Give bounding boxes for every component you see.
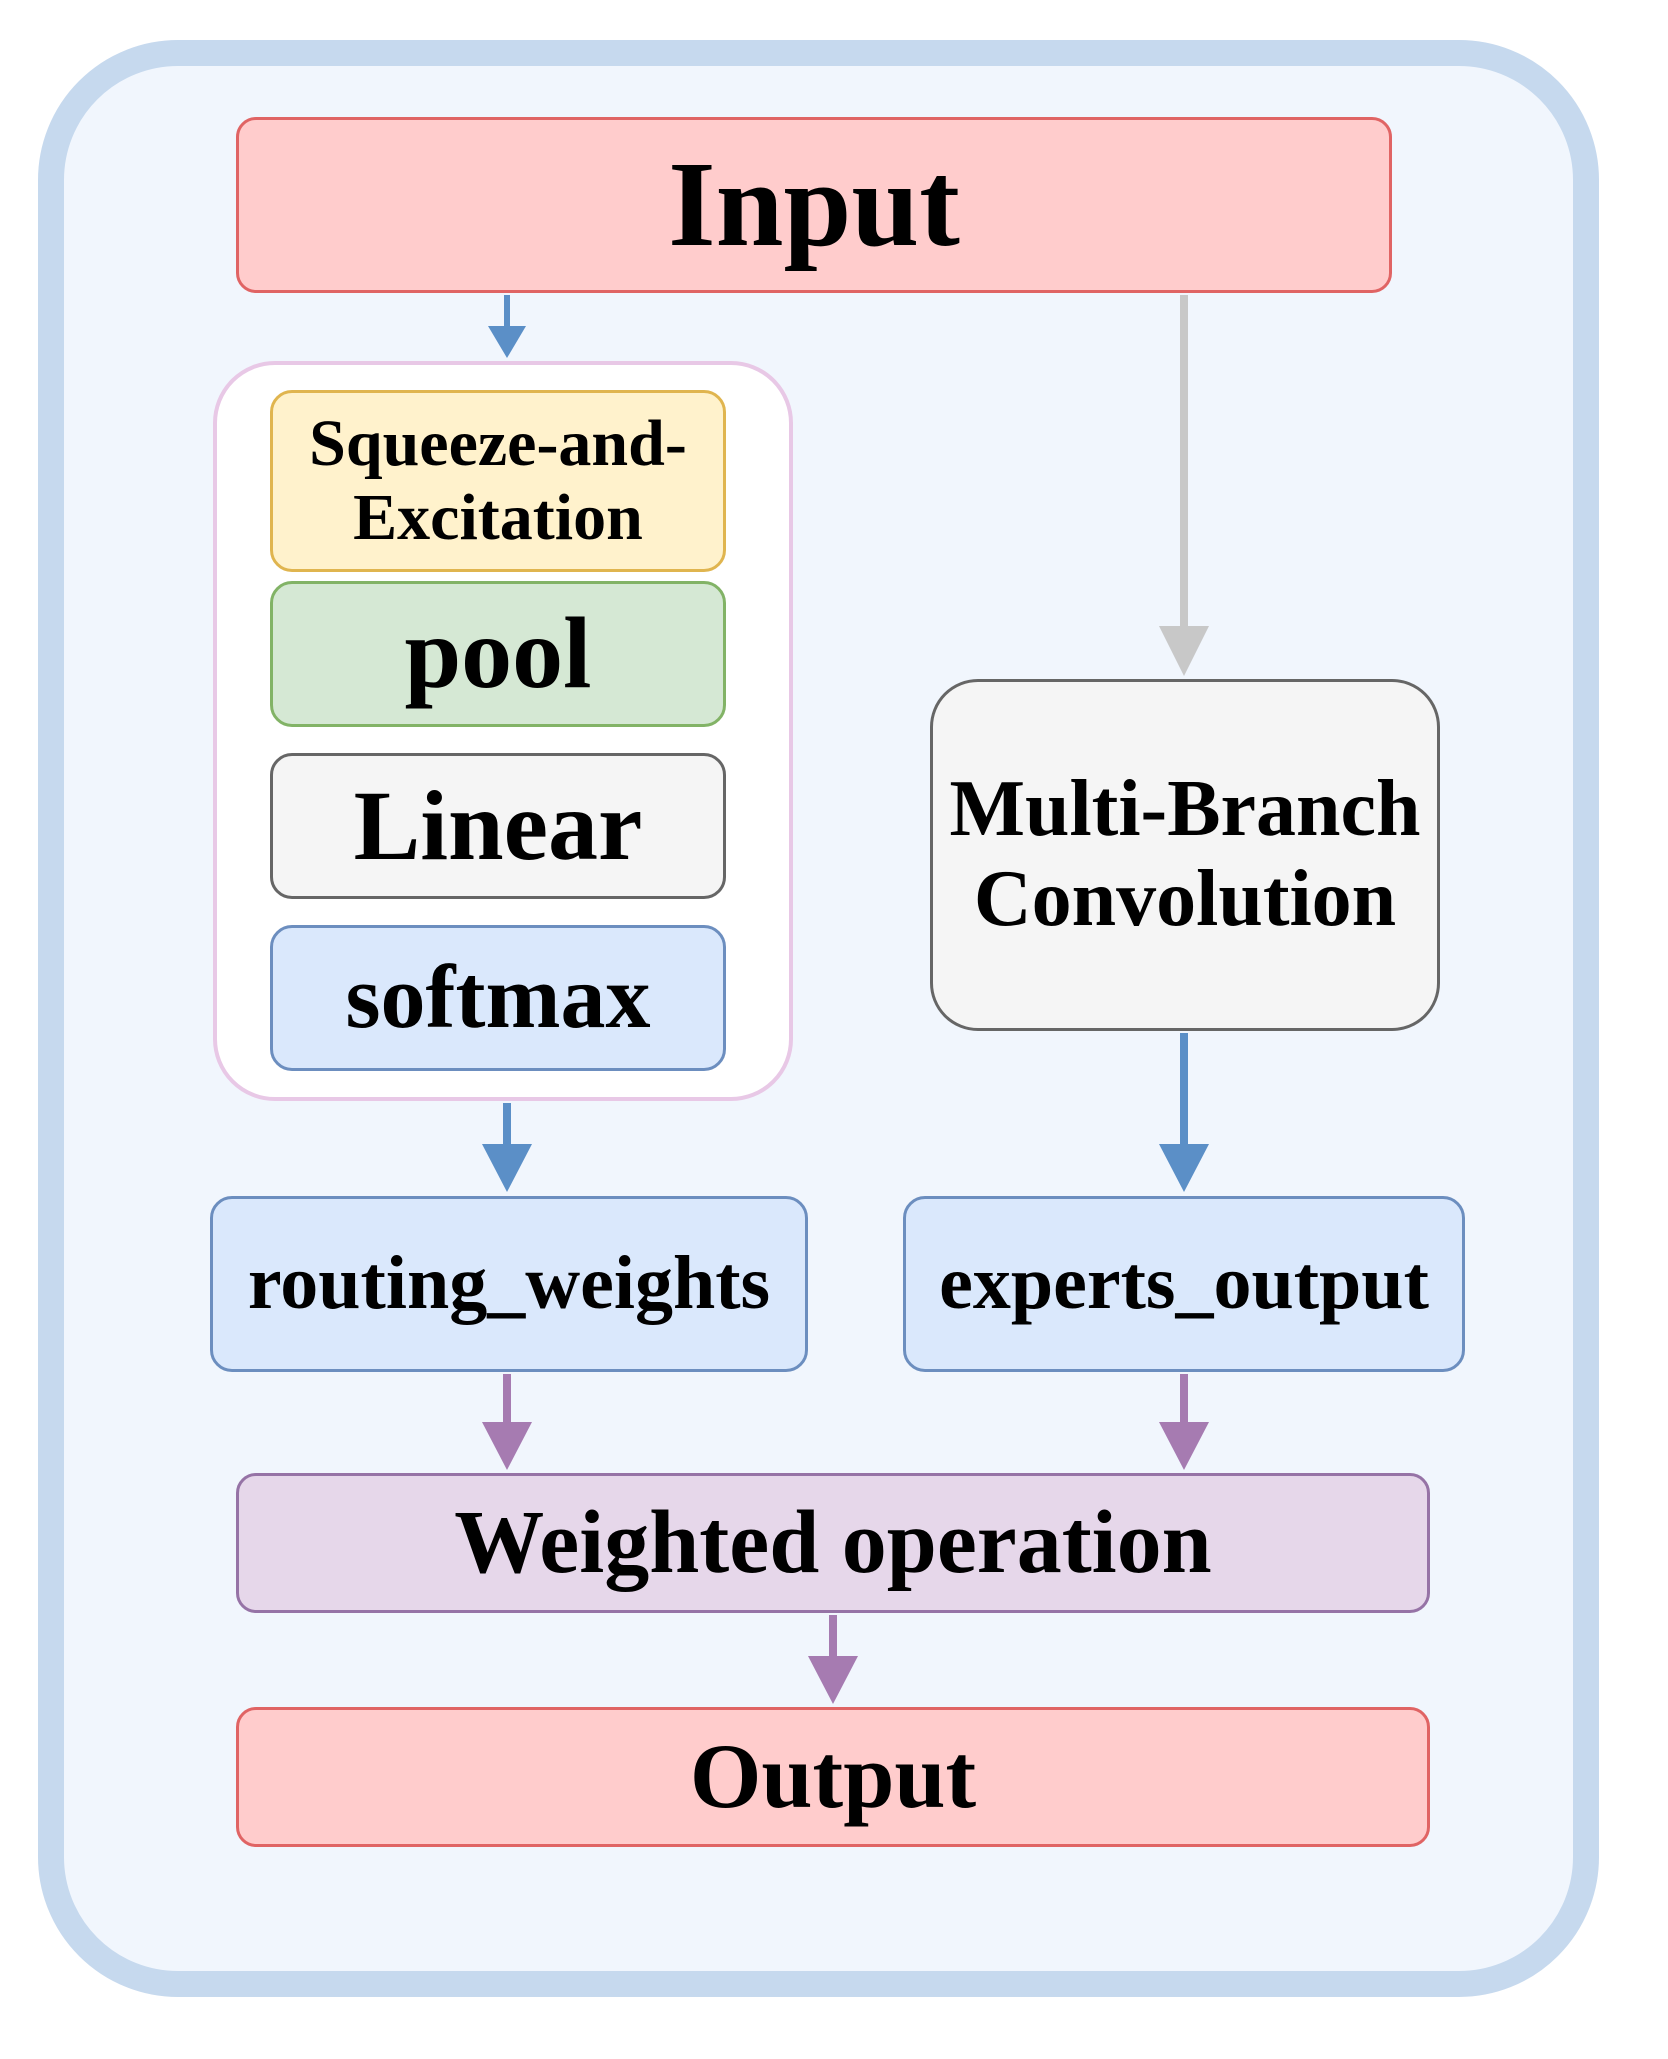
linear-node: Linear (270, 753, 726, 899)
softmax-node: softmax (270, 925, 726, 1071)
routing-weights-label: routing_weights (247, 1241, 771, 1326)
multi-branch-convolution-label: Multi-Branch Convolution (949, 765, 1421, 943)
input-node: Input (236, 117, 1392, 293)
pool-node: pool (270, 581, 726, 727)
arrow-experts-to-weighted (1159, 1374, 1209, 1470)
arrow-input-to-mbc (1159, 295, 1209, 676)
experts-output-label: experts_output (939, 1241, 1429, 1326)
arrow-mbc-to-experts (1159, 1033, 1209, 1192)
linear-label: Linear (353, 770, 643, 881)
arrow-input-to-se (488, 295, 526, 358)
routing-weights-node: routing_weights (210, 1196, 808, 1372)
pool-label: pool (404, 596, 592, 710)
output-node: Output (236, 1707, 1430, 1847)
arrow-softmax-to-routing (482, 1103, 532, 1192)
softmax-label: softmax (345, 947, 651, 1047)
weighted-operation-node: Weighted operation (236, 1473, 1430, 1613)
output-label: Output (689, 1725, 977, 1828)
multi-branch-convolution-node: Multi-Branch Convolution (930, 679, 1440, 1031)
squeeze-excitation-label: Squeeze-and- Excitation (309, 407, 687, 554)
arrow-routing-to-weighted (482, 1374, 532, 1470)
arrow-weighted-to-output (808, 1615, 858, 1704)
input-label: Input (668, 136, 960, 272)
weighted-operation-label: Weighted operation (454, 1492, 1212, 1592)
squeeze-excitation-node: Squeeze-and- Excitation (270, 390, 726, 572)
experts-output-node: experts_output (903, 1196, 1465, 1372)
